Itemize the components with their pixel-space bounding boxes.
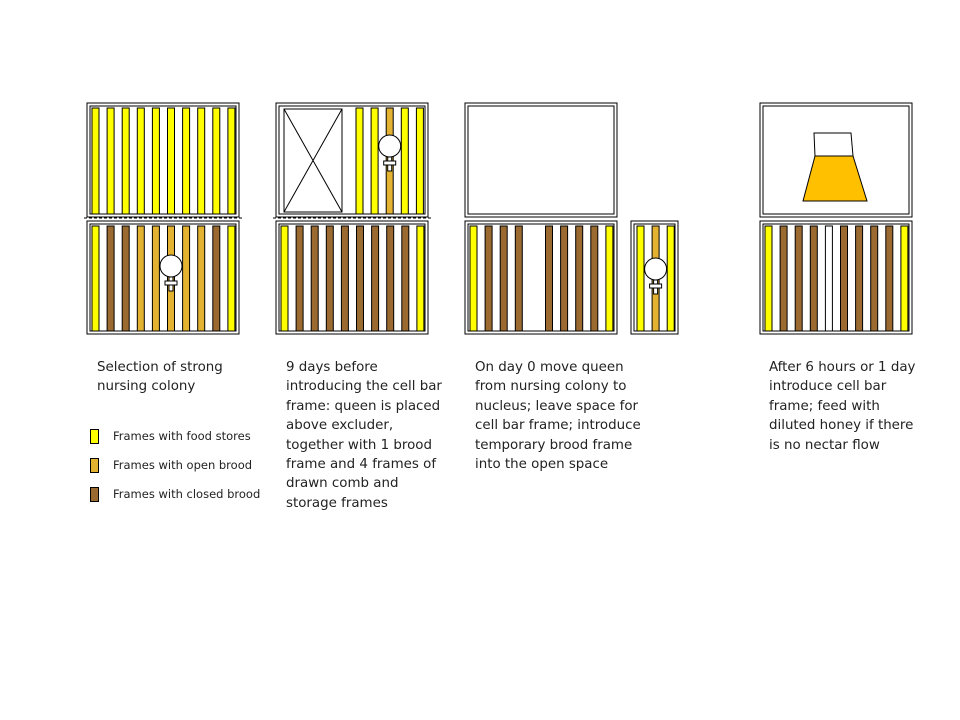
step-1-lower-box-inner (89, 223, 237, 332)
step-1-upper-frame-9 (212, 107, 221, 215)
step-4-lower-frame-9 (885, 225, 894, 332)
step-1-upper-frame-7 (182, 107, 191, 215)
step-3-lower-frame-9 (590, 225, 599, 332)
step-1-lower-frame-7 (182, 225, 191, 332)
step-3-upper-box (464, 102, 618, 218)
step-1-upper-box-inner (89, 105, 237, 215)
step-4-lower-frame-7 (855, 225, 864, 332)
step-1-lower-queen-symbol-bar (164, 280, 178, 286)
step-1-lower-frame-1 (91, 225, 100, 332)
step-3-nucleus-queen-symbol (644, 257, 668, 295)
step-4-upper-box-inner (762, 105, 910, 215)
step-4-feeder-honey (802, 155, 868, 202)
legend-swatch-open-brood (90, 458, 99, 473)
legend-swatch-food (90, 429, 99, 444)
step-1-lower-frame-10 (227, 225, 236, 332)
step-4-lower-frame-4 (809, 225, 818, 332)
step-2-upper-box (275, 102, 429, 218)
step-4-lower-frame-6 (840, 225, 848, 332)
step-1-upper-box (86, 102, 240, 218)
step-2-upper-frame-2 (370, 107, 379, 215)
step-1-upper-frame-10 (227, 107, 236, 215)
step-1-upper-frame-8 (197, 107, 206, 215)
step-2-lower-frame-2 (295, 225, 304, 332)
step-2-upper-frame-1 (355, 107, 364, 215)
step-3-upper-box-outer (464, 102, 618, 218)
step-2-lower-frame-10 (416, 225, 425, 332)
step-4-lower-frame-10 (900, 225, 909, 332)
step-2-upper-queen-symbol-bar (383, 160, 397, 166)
step-1-lower-frame-5 (151, 225, 160, 332)
step-1-upper-frame-1 (91, 107, 100, 215)
step-3-lower-frame-1 (469, 225, 478, 332)
step-2-cross-line-2 (283, 108, 343, 213)
step-2-lower-frame-6 (356, 225, 364, 332)
step-3-lower-frame-2 (484, 225, 493, 332)
step-2-lower-frame-1 (280, 225, 289, 332)
step-3-lower-box (464, 220, 618, 335)
step-2-lower-box-inner (278, 223, 426, 332)
step-4-lower-frame-8 (870, 225, 879, 332)
step-1-lower-frame-2 (106, 225, 115, 332)
step-2-lower-frame-5 (340, 225, 349, 332)
step-3-nucleus-frame-1 (636, 225, 645, 332)
step-3-lower-frame-6 (545, 225, 553, 332)
step-2-upper-frame-5 (415, 107, 424, 215)
legend-label-food: Frames with food stores (113, 429, 251, 443)
step-3-lower-frame-8 (575, 225, 584, 332)
step-1-lower-queen-symbol-head (159, 254, 183, 278)
step-4-feeder-neck (813, 132, 854, 157)
step-2-upper-queen-symbol-head (378, 134, 402, 158)
step-3-nucleus-frame-3 (666, 225, 675, 332)
step-4-lower-frame-3 (794, 225, 803, 332)
step-1-lower-frame-9 (212, 225, 221, 332)
step-2-lower-frame-3 (310, 225, 319, 332)
step-1-lower-box (86, 220, 240, 335)
step-1-upper-frame-3 (121, 107, 130, 215)
caption-step-4: After 6 hours or 1 day introduce cell ba… (769, 360, 916, 453)
step-1-lower-queen-symbol (159, 254, 183, 292)
step-2-lower-box (275, 220, 429, 335)
step-3-upper-box-inner (467, 105, 615, 215)
step-2-upper-box-inner (278, 105, 426, 215)
caption-step-3: On day 0 move queen from nursing colony … (475, 360, 641, 473)
step-1-lower-frame-3 (121, 225, 130, 332)
step-1-upper-frame-2 (106, 107, 115, 215)
step-2-lower-frame-9 (401, 225, 410, 332)
step-2-lower-frame-4 (325, 225, 334, 332)
caption-step-2: 9 days before introducing the cell bar f… (286, 360, 442, 511)
step-2-upper-frame-4 (400, 107, 409, 215)
step-4-upper-box (759, 102, 913, 218)
legend-label-open-brood: Frames with open brood (113, 458, 253, 472)
legend-swatch-closed-brood (90, 487, 99, 502)
step-3-nucleus-queen-symbol-bar (649, 283, 663, 289)
step-2-upper-queen-symbol (378, 134, 402, 172)
step-2-lower-frame-8 (386, 225, 395, 332)
caption-step-1: Selection of strong nursing colony (97, 360, 223, 395)
step-4-lower-frame-5 (824, 225, 833, 332)
step-4-lower-box-inner (762, 223, 910, 332)
step-1-lower-frame-8 (197, 225, 206, 332)
step-3-lower-frame-10 (605, 225, 614, 332)
step-4-lower-box (759, 220, 913, 335)
step-4-lower-frame-2 (779, 225, 788, 332)
step-3-nucleus-queen-symbol-head (644, 257, 668, 281)
step-3-lower-frame-4 (514, 225, 523, 332)
step-3-lower-frame-7 (560, 225, 569, 332)
step-2-lower-frame-7 (371, 225, 380, 332)
step-1-lower-frame-4 (136, 225, 145, 332)
step-4-lower-frame-1 (764, 225, 773, 332)
step-1-upper-frame-6 (167, 107, 175, 215)
step-1-upper-frame-4 (136, 107, 145, 215)
step-3-lower-frame-3 (499, 225, 508, 332)
step-1-upper-frame-5 (151, 107, 160, 215)
step-3-lower-box-inner (467, 223, 615, 332)
legend-label-closed-brood: Frames with closed brood (113, 487, 261, 501)
